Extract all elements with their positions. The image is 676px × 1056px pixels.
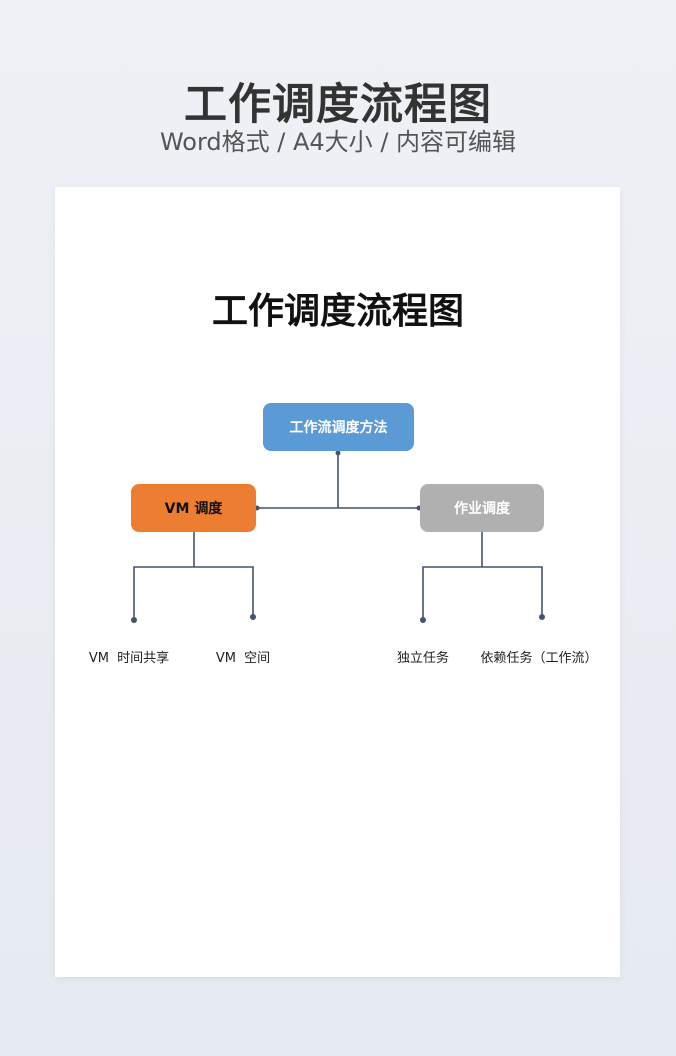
- node-root: 工作流调度方法: [263, 403, 414, 451]
- node-job-scheduling: 作业调度: [420, 484, 544, 532]
- connector-dot: [131, 617, 137, 623]
- leaf-vm-time-sharing: VM 时间共享: [88, 651, 170, 666]
- connector-job: [422, 532, 543, 620]
- page-heading: 工作调度流程图: [184, 80, 492, 130]
- connector-root: [256, 451, 420, 509]
- connector-dot: [250, 614, 256, 620]
- connector-dot: [335, 450, 341, 456]
- connector-vm: [133, 532, 254, 620]
- leaf-dependent-task: 依赖任务（工作流）: [480, 651, 598, 666]
- node-vm-scheduling: VM 调度: [131, 484, 256, 532]
- document-page: [55, 187, 620, 977]
- page-subheading: Word格式 / A4大小 / 内容可编辑: [159, 128, 517, 156]
- connector-dot: [420, 617, 426, 623]
- document-title: 工作调度流程图: [211, 291, 464, 332]
- leaf-independent-task: 独立任务: [396, 651, 450, 666]
- connector-dot: [539, 614, 545, 620]
- leaf-vm-space: VM 空间: [215, 651, 271, 666]
